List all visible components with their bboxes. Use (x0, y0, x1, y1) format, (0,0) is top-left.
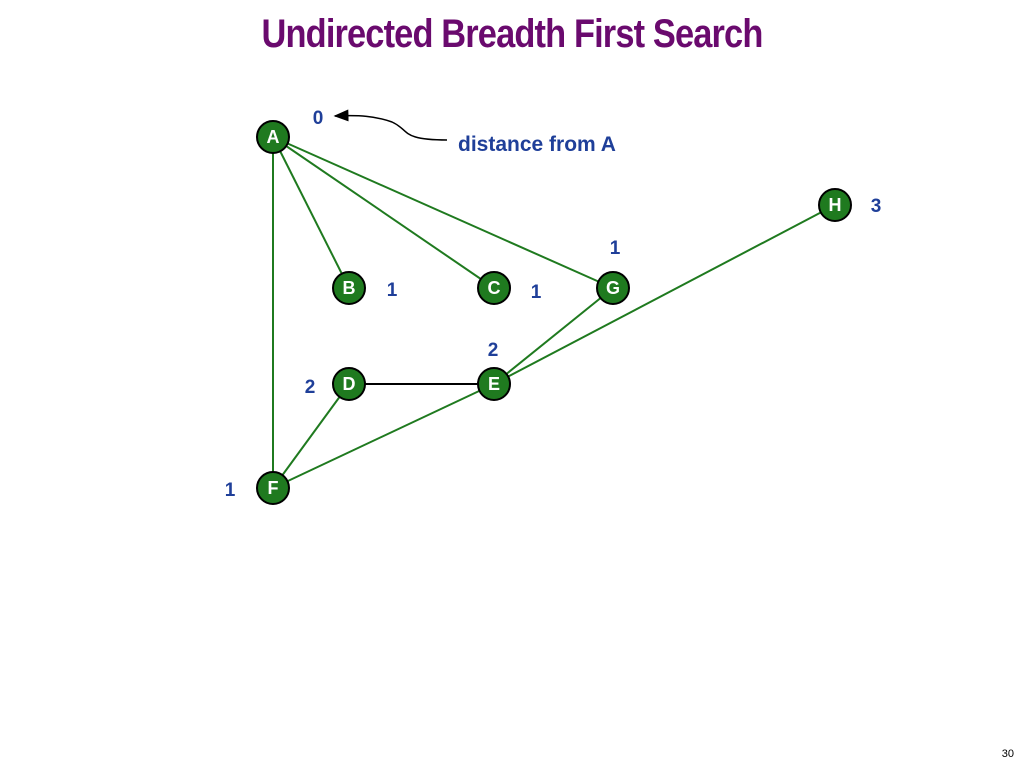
node-circle (477, 367, 511, 401)
distance-label-c: 1 (531, 282, 542, 303)
distance-label-g: 1 (610, 238, 621, 259)
distance-label-b: 1 (387, 280, 398, 301)
node-circle (332, 271, 366, 305)
node-circle (256, 471, 290, 505)
node-b: B (332, 271, 366, 305)
node-label: B (343, 278, 356, 298)
edge-f-e (272, 383, 495, 489)
annotation-arrow (333, 109, 448, 141)
edge-e-h (493, 204, 836, 385)
edge-a-g (272, 136, 614, 289)
edge-a-c (272, 136, 495, 289)
distance-label-f: 1 (225, 480, 236, 501)
distances-layer: 0 1 1 1 3 2 2 1 (225, 108, 882, 501)
node-label: C (488, 278, 501, 298)
edges-layer (272, 136, 836, 489)
edge-a-b (272, 136, 350, 289)
node-label: E (488, 374, 500, 394)
node-a: A (256, 120, 290, 154)
node-g: G (596, 271, 630, 305)
node-label: A (267, 127, 280, 147)
node-label: F (268, 478, 279, 498)
node-label: G (606, 278, 620, 298)
node-e: E (477, 367, 511, 401)
edge-g-e (493, 287, 614, 385)
annotation-layer: distance from A (333, 109, 616, 156)
annotation-label: distance from A (458, 133, 616, 156)
page-number: 30 (1001, 748, 1014, 760)
distance-label-h: 3 (871, 196, 882, 217)
slide-title: Undirected Breadth First Search (261, 12, 764, 56)
node-circle (256, 120, 290, 154)
edge-f-d (272, 383, 350, 489)
node-circle (477, 271, 511, 305)
node-d: D (332, 367, 366, 401)
node-label: H (829, 195, 842, 215)
node-f: F (256, 471, 290, 505)
node-h: H (818, 188, 852, 222)
node-c: C (477, 271, 511, 305)
node-label: D (343, 374, 356, 394)
node-circle (332, 367, 366, 401)
node-circle (818, 188, 852, 222)
distance-label-a: 0 (313, 108, 324, 129)
nodes-layer: A B C G H D E F (256, 120, 852, 505)
node-circle (596, 271, 630, 305)
distance-label-e: 2 (488, 340, 499, 361)
distance-label-d: 2 (305, 377, 316, 398)
